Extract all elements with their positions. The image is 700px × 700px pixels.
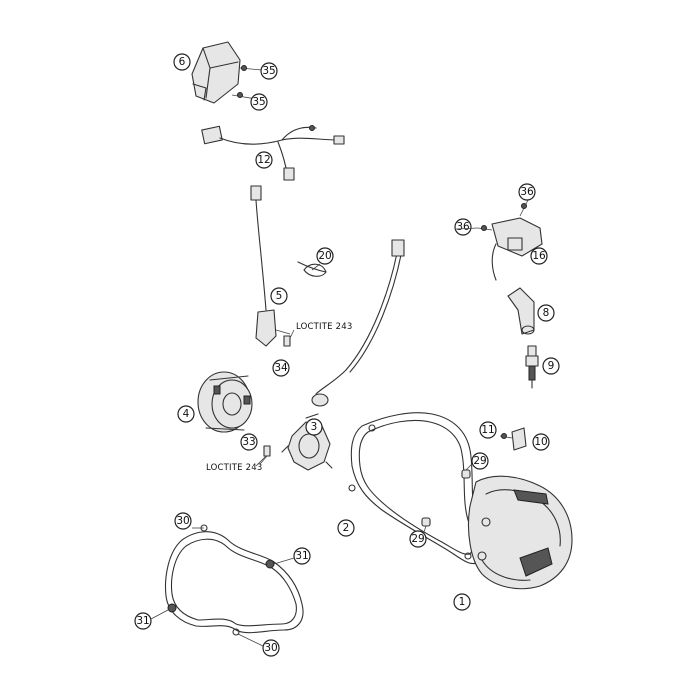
callout-3: 3 — [305, 418, 323, 436]
callout-35-lower: 35 — [250, 93, 268, 111]
svg-text:35: 35 — [252, 96, 265, 108]
callout-36-lower: 36 — [454, 218, 472, 236]
svg-text:8: 8 — [543, 307, 550, 319]
callout-36-upper: 36 — [518, 183, 536, 201]
part-ignition-coil — [477, 199, 543, 281]
callout-20: 20 — [316, 247, 334, 265]
loctite-note-upper: LOCTITE 243 — [296, 322, 352, 332]
callout-11: 11 — [479, 421, 497, 439]
callout-29-lower: 29 — [409, 530, 427, 548]
callout-5: 5 — [270, 287, 288, 305]
svg-text:29: 29 — [411, 533, 424, 545]
part-pickup-lead — [250, 185, 291, 347]
callout-33: 33 — [240, 433, 258, 451]
part-spark-plug — [525, 345, 539, 389]
svg-text:1: 1 — [459, 596, 466, 608]
part-bracket — [499, 427, 527, 451]
svg-text:5: 5 — [276, 290, 283, 302]
svg-text:34: 34 — [274, 362, 288, 374]
callout-35-upper: 35 — [260, 62, 278, 80]
part-stator — [281, 239, 405, 471]
svg-text:20: 20 — [318, 250, 331, 262]
callout-4: 4 — [177, 405, 195, 423]
svg-text:16: 16 — [532, 250, 546, 262]
callout-2: 2 — [337, 519, 355, 537]
svg-text:35: 35 — [262, 65, 275, 77]
callout-1: 1 — [453, 593, 471, 611]
svg-text:3: 3 — [311, 421, 318, 433]
svg-text:4: 4 — [183, 408, 190, 420]
svg-text:33: 33 — [242, 436, 255, 448]
callout-31-right: 31 — [293, 547, 311, 565]
callout-31-left: 31 — [134, 612, 152, 630]
part-screws-33-34 — [259, 335, 291, 465]
svg-text:31: 31 — [295, 550, 308, 562]
callout-16: 16 — [530, 247, 548, 265]
part-wiring-harness — [201, 125, 345, 181]
loctite-note-lower: LOCTITE 243 — [206, 463, 262, 473]
callout-30-lower: 30 — [262, 639, 280, 657]
callout-29-upper: 29 — [471, 452, 489, 470]
callout-10: 10 — [532, 433, 550, 451]
svg-text:36: 36 — [520, 186, 534, 198]
svg-text:36: 36 — [456, 221, 470, 233]
part-flywheel — [197, 371, 253, 433]
callout-30-upper: 30 — [174, 512, 192, 530]
svg-text:29: 29 — [473, 455, 486, 467]
part-gasket — [164, 524, 304, 636]
svg-text:11: 11 — [481, 424, 494, 436]
svg-text:10: 10 — [534, 436, 547, 448]
svg-text:2: 2 — [343, 522, 350, 534]
callout-8: 8 — [537, 304, 555, 322]
part-ignition-cover — [467, 475, 573, 590]
svg-text:30: 30 — [176, 515, 189, 527]
part-spark-plug-cap — [507, 287, 535, 335]
part-dowels — [421, 469, 471, 527]
svg-text:30: 30 — [264, 642, 277, 654]
callout-leaders — [150, 227, 479, 647]
callout-9: 9 — [542, 357, 560, 375]
svg-text:12: 12 — [257, 154, 270, 166]
callout-34: 34 — [272, 359, 290, 377]
part-cable-tie — [297, 261, 327, 277]
callout-12: 12 — [255, 151, 273, 169]
svg-text:9: 9 — [548, 360, 555, 372]
svg-text:6: 6 — [179, 56, 186, 68]
callout-6: 6 — [173, 53, 191, 71]
svg-text:31: 31 — [136, 615, 149, 627]
part-cdi-unit — [191, 41, 263, 104]
